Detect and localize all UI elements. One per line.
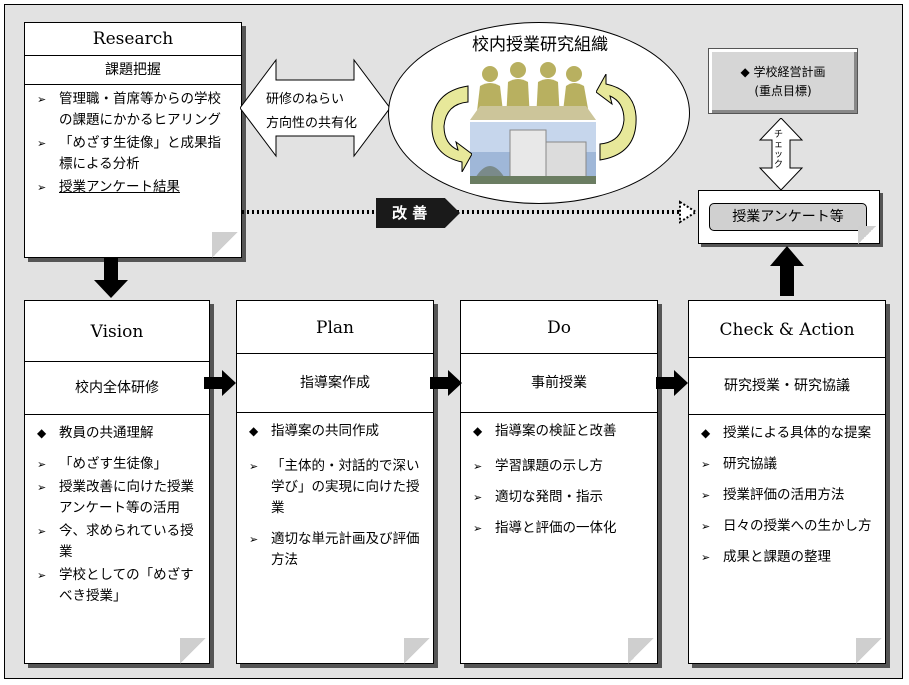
page-curl	[180, 638, 206, 664]
page-curl	[404, 638, 430, 664]
research-item: 管理職・首席等からの学校の課題にかかるヒアリング	[37, 89, 231, 131]
check-double-arrow	[758, 118, 804, 190]
do-item: 指導と評価の一体化	[473, 518, 647, 539]
up-arrow	[770, 246, 804, 296]
vision-card: Vision 校内全体研修 教員の共通理解 「めざす生徒像」 授業改善に向けた授…	[24, 300, 210, 664]
plan-item: 適切な単元計画及び評価方法	[249, 529, 423, 571]
plan-title: Plan	[237, 301, 433, 354]
survey-box-label: 授業アンケート等	[709, 203, 867, 231]
vision-item: 教員の共通理解	[37, 423, 199, 444]
plan-item: 「主体的・対話的で深い学び」の実現に向けた授業	[249, 456, 423, 519]
improve-label: 改 善	[392, 204, 428, 222]
share-label-line1: 研修のねらい	[266, 92, 345, 107]
research-title: Research	[25, 23, 241, 56]
do-subtitle: 事前授業	[461, 354, 657, 413]
research-items: 管理職・首席等からの学校の課題にかかるヒアリング 「めざす生徒像」と成果指標によ…	[25, 85, 241, 198]
check-action-card: Check & Action 研究授業・研究協議 授業による具体的な提案 研究協…	[688, 300, 886, 664]
research-item: 授業アンケート結果	[37, 177, 231, 198]
do-item: 学習課題の示し方	[473, 456, 647, 477]
vision-item: 授業改善に向けた授業アンケート等の活用	[37, 477, 199, 519]
plan-subtitle: 指導案作成	[237, 354, 433, 413]
down-arrow	[94, 258, 128, 298]
research-card: Research 課題把握 管理職・首席等からの学校の課題にかかるヒアリング 「…	[24, 22, 242, 258]
page-curl	[628, 638, 654, 664]
plan-item: 指導案の共同作成	[249, 421, 423, 442]
check-action-subtitle: 研究授業・研究協議	[689, 358, 885, 415]
page-curl	[212, 232, 238, 258]
flow-arrow-vision-plan	[204, 370, 236, 396]
check-action-item: 成果と課題の整理	[701, 547, 875, 568]
do-item: 適切な発問・指示	[473, 487, 647, 508]
do-item: 指導案の検証と改善	[473, 421, 647, 442]
share-double-arrow	[240, 58, 390, 158]
do-title: Do	[461, 301, 657, 354]
check-action-item: 授業による具体的な提案	[701, 423, 875, 444]
share-label-line2: 方向性の共有化	[266, 116, 358, 131]
do-card: Do 事前授業 指導案の検証と改善 学習課題の示し方 適切な発問・指示 指導と評…	[460, 300, 658, 664]
organization-title: 校内授業研究組織	[472, 35, 608, 55]
cycle-arrow-right-icon	[596, 74, 637, 161]
vision-subtitle: 校内全体研修	[25, 362, 209, 415]
check-action-item: 日々の授業への生かし方	[701, 516, 875, 537]
improve-badge: 改 善	[376, 198, 460, 228]
vision-item: 学校としての「めざすべき授業」	[37, 565, 199, 607]
vision-item: 「めざす生徒像」	[37, 454, 199, 475]
flow-arrow-plan-do	[430, 370, 462, 396]
vision-items: 教員の共通理解 「めざす生徒像」 授業改善に向けた授業アンケート等の活用 今、求…	[25, 415, 209, 607]
management-plan-line2: (重点目標)	[754, 84, 812, 98]
vision-item: 今、求められている授業	[37, 521, 199, 563]
survey-card: 授業アンケート等	[698, 190, 880, 244]
meeting-photo	[470, 56, 596, 120]
management-plan-box: ◆ 学校経営計画 (重点目標)	[708, 48, 858, 114]
vision-title: Vision	[25, 301, 209, 362]
school-building-photo	[470, 122, 596, 184]
check-action-item: 授業評価の活用方法	[701, 485, 875, 506]
check-action-title: Check & Action	[689, 301, 885, 358]
page-curl	[858, 226, 876, 244]
research-item: 「めざす生徒像」と成果指標による分析	[37, 133, 231, 175]
check-action-item: 研究協議	[701, 454, 875, 475]
plan-card: Plan 指導案作成 指導案の共同作成 「主体的・対話的で深い学び」の実現に向け…	[236, 300, 434, 664]
improve-dotted-arrow	[242, 200, 698, 224]
do-items: 指導案の検証と改善 学習課題の示し方 適切な発問・指示 指導と評価の一体化	[461, 413, 657, 539]
check-label: チェック	[774, 130, 784, 170]
management-plan-line1: ◆ 学校経営計画	[740, 65, 826, 79]
check-action-items: 授業による具体的な提案 研究協議 授業評価の活用方法 日々の授業への生かし方 成…	[689, 415, 885, 568]
research-subtitle: 課題把握	[25, 56, 241, 85]
plan-items: 指導案の共同作成 「主体的・対話的で深い学び」の実現に向けた授業 適切な単元計画…	[237, 413, 433, 571]
cycle-arrow-left-icon	[431, 85, 472, 172]
flow-arrow-do-check	[656, 370, 688, 396]
page-curl	[856, 638, 882, 664]
